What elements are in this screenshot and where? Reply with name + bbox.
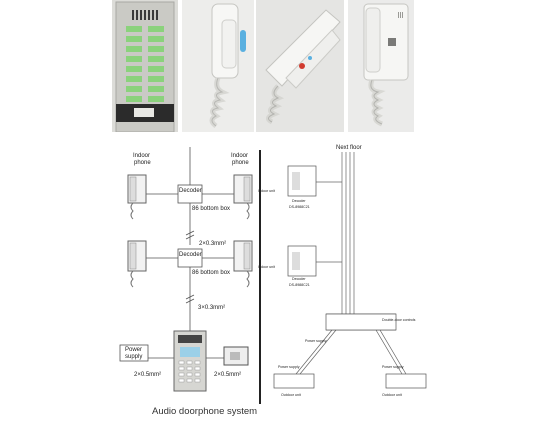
name-plate: [148, 96, 164, 102]
double-door-controls-label: Double-door controls: [382, 318, 416, 322]
indoor-phone-icon: [127, 174, 147, 220]
indoor-phone-icon: [233, 174, 253, 220]
outdoor-unit-box: [385, 373, 427, 389]
photo-outdoor-panel: [112, 0, 178, 132]
power-supply-label: Power: [125, 347, 143, 353]
phone-label: phone: [232, 160, 249, 166]
power-supply-label: Power supply: [305, 339, 327, 343]
decoder-box-mid: [177, 248, 203, 268]
phone-label: phone: [134, 160, 151, 166]
name-plate: [148, 56, 164, 62]
outdoor-unit-label: Outdoor unit: [281, 393, 301, 397]
handset-1-image: [182, 0, 254, 132]
indoor-phone-icon: [127, 240, 147, 288]
indoor-unit-label: Indoor unit: [258, 189, 275, 193]
diagram-caption: Audio doorphone system: [152, 406, 258, 417]
indoor-phone-label: Indoor: [133, 153, 151, 159]
name-plate: [126, 36, 142, 42]
decoder-label: Decoder: [179, 252, 202, 258]
audio-doorphone-diagram: [119, 147, 253, 392]
decoder-model-label: DS-8988C21: [289, 283, 310, 287]
name-plate: [126, 46, 142, 52]
handset-3-image: [348, 0, 414, 132]
indoor-phone-label: Indoor: [231, 153, 249, 159]
power-supply-label: supply: [125, 354, 143, 360]
double-door-wiring-diagram: [273, 152, 427, 389]
decoder-model-label: DS-8988C21: [289, 205, 310, 209]
photo-handset-1: [182, 0, 254, 132]
wire-spec-label: 2×0.5mm²: [214, 372, 242, 378]
name-plate: [126, 96, 142, 102]
power-supply-label: Power supply: [382, 365, 404, 369]
outdoor-unit-label: Outdoor unit: [382, 393, 402, 397]
door-lock-icon: [223, 346, 249, 366]
name-plate-grid: [126, 26, 164, 102]
name-plate: [148, 26, 164, 32]
name-plate: [126, 56, 142, 62]
name-plate: [126, 76, 142, 82]
photo-handset-3: [348, 0, 414, 132]
bottom-box-label: 86 bottom box: [192, 270, 231, 276]
decoder-label: Decoder: [292, 199, 306, 203]
photo-handset-2: [256, 0, 344, 132]
power-supply-label: Power supply: [278, 365, 300, 369]
name-plate: [126, 86, 142, 92]
name-plate: [148, 46, 164, 52]
name-plate: [148, 76, 164, 82]
wire-spec-label: 3×0.3mm²: [198, 305, 226, 311]
diagram-divider: [259, 150, 261, 404]
name-plate: [148, 86, 164, 92]
outdoor-panel-image: [115, 1, 175, 132]
wire-spec-label: 2×0.3mm²: [199, 241, 227, 247]
power-supply-box: [119, 344, 149, 362]
decoder-label: Decoder: [292, 277, 306, 281]
outdoor-unit-box: [273, 373, 315, 389]
indoor-phone-icon: [233, 240, 253, 288]
decoder-box-top: [177, 184, 203, 204]
name-plate: [148, 66, 164, 72]
double-door-controller: [325, 313, 397, 331]
handset-2-image: [256, 0, 344, 132]
name-plate: [126, 26, 142, 32]
indoor-unit-label: Indoor unit: [258, 265, 275, 269]
name-plate: [126, 66, 142, 72]
outdoor-panel-icon: [173, 330, 207, 392]
name-plate: [148, 36, 164, 42]
wire-spec-label: 2×0.5mm²: [134, 372, 162, 378]
bottom-box-label: 86 bottom box: [192, 206, 231, 212]
next-floor-label: Next floor: [336, 145, 362, 151]
decoder-label: Decoder: [179, 188, 202, 194]
